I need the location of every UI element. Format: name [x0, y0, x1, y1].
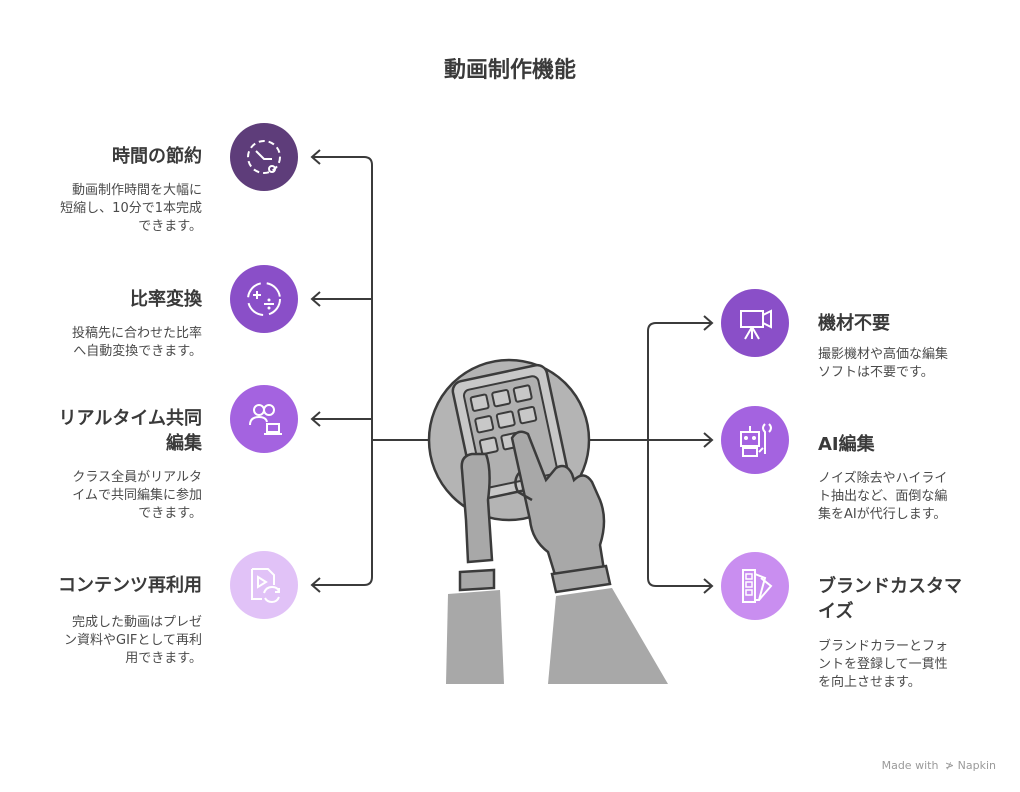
- arrowhead: [310, 149, 321, 165]
- description-line: ノイズ除去やハイライ: [818, 471, 948, 486]
- left-cuff: [458, 568, 496, 592]
- feature-description: 動画制作時間を大幅に 短縮し、10分で1本完成 できます。: [60, 182, 202, 236]
- description-line: クラス全員がリアルタ: [72, 470, 202, 485]
- feature-description: 投稿先に合わせた比率 へ自動変換できます。: [72, 325, 202, 361]
- feature-description: ブランドカラーとフォ ントを登録して一貫性 を向上させます。: [818, 638, 948, 692]
- tablet-key: [517, 405, 538, 425]
- feature-icon-circle: [230, 385, 298, 453]
- feature-title: 時間の節約: [112, 146, 202, 167]
- title-line: ブランドカスタマ: [818, 576, 962, 597]
- feature-icon-circle: [230, 551, 298, 619]
- left-bracket-line: [312, 156, 373, 586]
- description-line: イムで共同編集に参加: [72, 488, 202, 503]
- feature-title: リアルタイム共同 編集: [59, 406, 202, 456]
- stopwatch-icon: [247, 140, 281, 174]
- description-line: 完成した動画はプレゼ: [71, 615, 202, 630]
- title-line: イズ: [818, 601, 854, 622]
- description-line: ブランドカラーとフォ: [818, 639, 949, 654]
- feature-title: コンテンツ再利用: [58, 575, 202, 596]
- description-line: ソフトは不要です。: [818, 365, 934, 380]
- right-thumb: [514, 471, 533, 502]
- feature-description: クラス全員がリアルタ イムで共同編集に参加 できます。: [72, 469, 202, 523]
- hands-tablet-illustration: [427, 358, 668, 684]
- tablet-key: [512, 384, 533, 403]
- tablet-key: [478, 436, 499, 455]
- feature-icon-circle: [721, 552, 789, 620]
- feature-icon-circle: [721, 406, 789, 474]
- right-hand: [510, 430, 606, 580]
- description-line: 撮影機材や高価な編集: [818, 347, 949, 362]
- watermark-brand: Napkin: [957, 759, 996, 772]
- video-camera-icon: [740, 309, 772, 340]
- title-line: リアルタイム共同: [58, 408, 202, 429]
- math-symbols-icon: [247, 282, 281, 316]
- description-line: 短縮し、10分で1本完成: [60, 201, 202, 216]
- right-connector-group: [586, 322, 712, 587]
- feature-description: 撮影機材や高価な編集 ソフトは不要です。: [818, 346, 948, 382]
- napkin-logo-icon: ≯: [944, 759, 955, 772]
- arrowhead: [310, 577, 321, 593]
- description-line: を向上させます。: [818, 675, 921, 690]
- tablet-key: [474, 415, 495, 434]
- robot-tools-icon: [740, 423, 772, 457]
- left-hand: [460, 452, 494, 564]
- tablet-key: [491, 388, 512, 408]
- feature-icon-circle: [230, 123, 298, 191]
- page-title: 動画制作機能: [443, 58, 576, 83]
- right-sleeve: [548, 588, 668, 684]
- description-line: 用できます。: [125, 651, 202, 666]
- description-line: 投稿先に合わせた比率: [71, 326, 202, 341]
- description-line: 集をAIが代行します。: [818, 507, 947, 522]
- description-line: できます。: [138, 506, 202, 521]
- feature-title: 機材不要: [818, 313, 890, 334]
- right-bracket-line: [647, 322, 712, 587]
- feature-description: 完成した動画はプレゼ ン資料やGIFとして再利 用できます。: [64, 614, 202, 668]
- file-recycle-icon: [251, 568, 280, 604]
- description-line: ト抽出など、面倒な編: [818, 489, 948, 504]
- right-arrowheads: [703, 315, 714, 594]
- left-arrowheads: [310, 149, 321, 593]
- description-line: できます。: [138, 219, 202, 234]
- description-line: ントを登録して一貫性: [818, 657, 948, 672]
- title-line: 編集: [166, 433, 202, 454]
- arrowhead: [703, 578, 714, 594]
- arrowhead: [310, 411, 321, 427]
- left-connector-group: [312, 156, 432, 586]
- napkin-watermark: Made with ≯ Napkin: [882, 759, 996, 772]
- description-line: へ自動変換できます。: [73, 344, 202, 359]
- description-line: 動画制作時間を大幅に: [71, 183, 202, 198]
- color-swatch-icon: [742, 569, 773, 603]
- feature-title: AI編集: [818, 434, 875, 455]
- feature-icon-circle: [230, 265, 298, 333]
- arrowhead: [703, 432, 714, 448]
- feature-title: 比率変換: [130, 289, 202, 310]
- arrowhead: [703, 315, 714, 331]
- watermark-text: Made with: [881, 759, 939, 772]
- users-laptop-icon: [249, 404, 282, 435]
- left-sleeve: [446, 590, 504, 684]
- arrowhead: [310, 291, 321, 307]
- description-line: ン資料やGIFとして再利: [64, 633, 202, 648]
- feature-description: ノイズ除去やハイライ ト抽出など、面倒な編 集をAIが代行します。: [818, 470, 947, 524]
- right-cuff: [550, 564, 612, 594]
- feature-title: ブランドカスタマ イズ: [818, 574, 962, 624]
- feature-icon-circle: [721, 289, 789, 357]
- tablet-key: [469, 393, 490, 412]
- tablet-key: [495, 410, 516, 429]
